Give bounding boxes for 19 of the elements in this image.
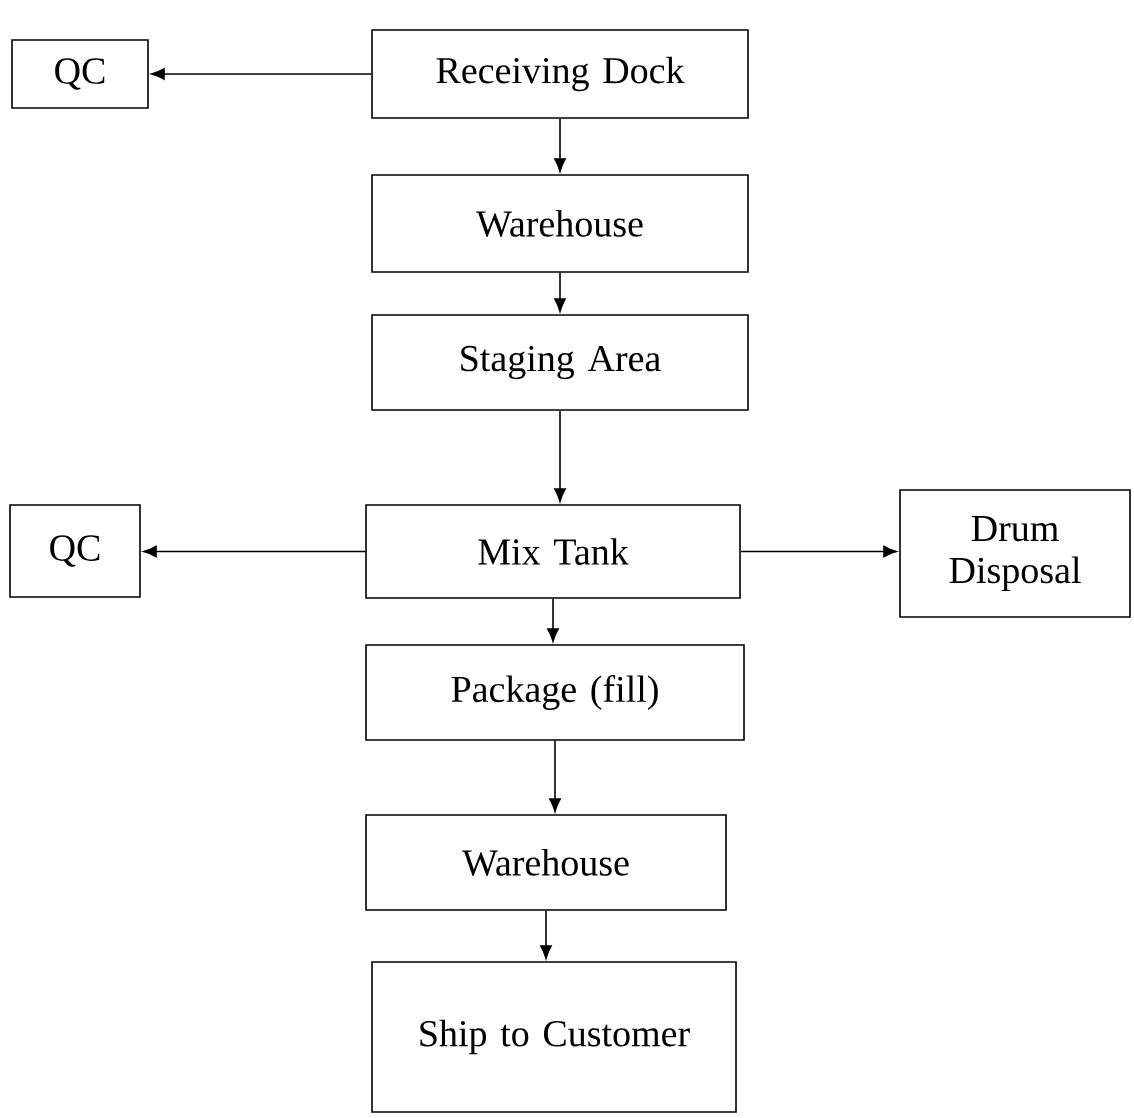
arrow (554, 410, 566, 502)
process-box: QC (11, 39, 149, 109)
process-box: Ship to Customer (371, 961, 737, 1113)
arrow (547, 598, 559, 642)
process-box: Mix Tank (365, 504, 741, 599)
arrow (554, 118, 566, 172)
arrow (740, 545, 897, 558)
process-box: Drum Disposal (899, 489, 1131, 618)
process-box: Warehouse (365, 814, 727, 911)
arrow (554, 272, 566, 312)
arrow (549, 740, 561, 812)
arrow (540, 910, 552, 959)
process-box: Package (fill) (365, 644, 745, 741)
process-box: QC (9, 504, 141, 598)
process-box: Receiving Dock (371, 29, 749, 119)
arrow (151, 68, 372, 80)
process-box: Warehouse (371, 174, 749, 273)
arrow (143, 545, 366, 558)
process-box: Staging Area (371, 314, 749, 411)
